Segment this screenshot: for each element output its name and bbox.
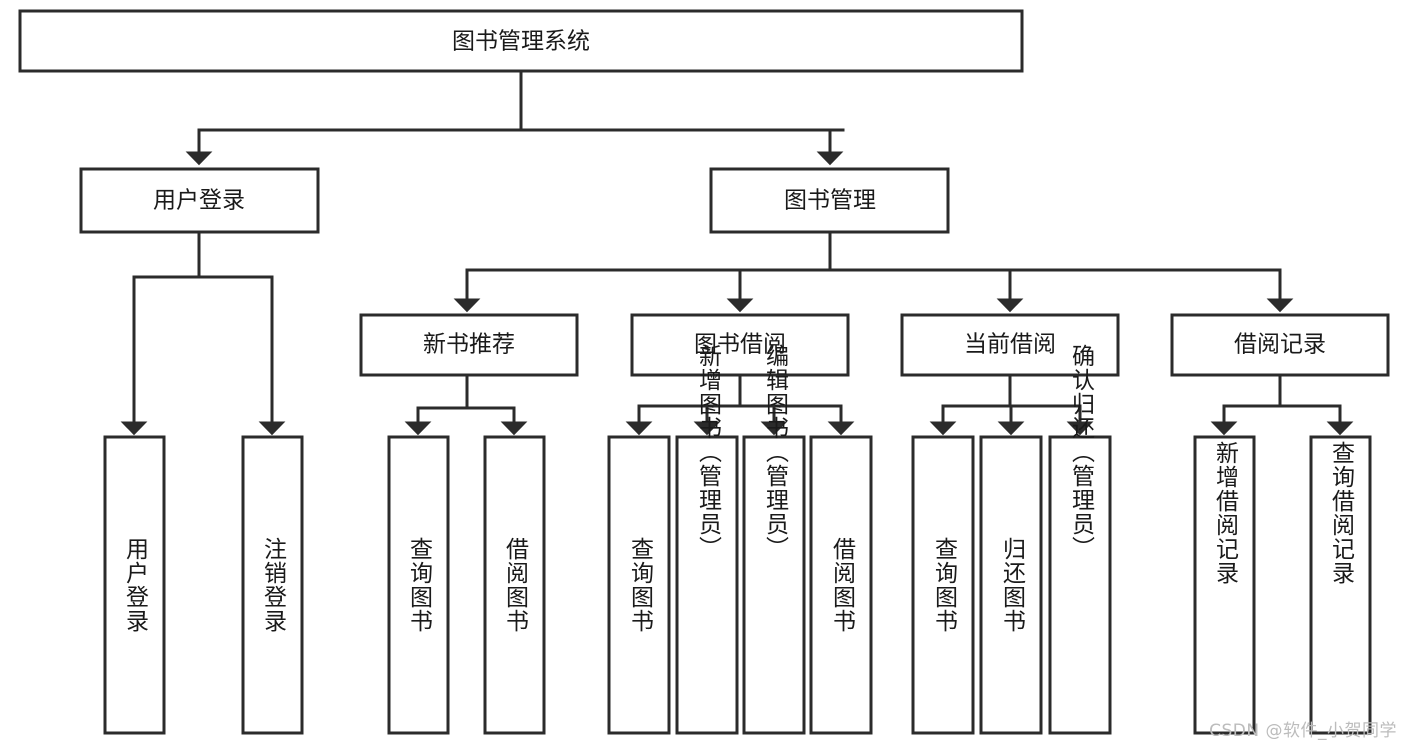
node-leaf-bw-query[interactable]: 查询图书 xyxy=(607,435,671,735)
node-current-label: 当前借阅 xyxy=(964,332,1056,358)
node-leaf-user-logout-label: 注销登录 xyxy=(260,537,288,633)
node-current[interactable]: 当前借阅 xyxy=(900,313,1120,377)
node-newbook[interactable]: 新书推荐 xyxy=(359,313,579,377)
node-borrow-label: 图书借阅 xyxy=(694,332,786,358)
node-leaf-user-login-label: 用户登录 xyxy=(122,537,150,633)
node-leaf-cur-return-box[interactable] xyxy=(979,435,1043,735)
node-leaf-nb-query[interactable]: 查询图书 xyxy=(387,435,450,735)
node-login-box[interactable] xyxy=(79,167,320,234)
node-newbook-box[interactable] xyxy=(359,313,579,377)
node-leaf-bw-borrow-box[interactable] xyxy=(809,435,873,735)
node-leaf-nb-borrow-label: 借阅图书 xyxy=(502,537,530,633)
node-leaf-bw-edit[interactable]: 编辑图书（管理员） xyxy=(742,344,806,735)
node-leaf-rec-query-label: 查询借阅记录 xyxy=(1328,441,1356,585)
node-records-box[interactable] xyxy=(1170,313,1390,377)
node-leaf-nb-query-label: 查询图书 xyxy=(406,537,434,633)
node-bookmgmt-label: 图书管理 xyxy=(784,188,876,214)
node-leaf-bw-edit-label: 编辑图书（管理员） xyxy=(762,344,790,560)
node-records-label: 借阅记录 xyxy=(1234,332,1326,358)
connector-group xyxy=(120,69,1354,436)
node-leaf-bw-query-box[interactable] xyxy=(607,435,671,735)
node-leaf-rec-add-box[interactable] xyxy=(1193,435,1256,735)
node-leaf-bw-edit-box[interactable] xyxy=(742,435,806,735)
node-borrow[interactable]: 图书借阅 xyxy=(630,313,850,377)
node-leaf-cur-return-label: 归还图书 xyxy=(999,537,1027,633)
node-leaf-cur-query-label: 查询图书 xyxy=(931,537,959,633)
node-leaf-user-logout[interactable]: 注销登录 xyxy=(241,435,304,735)
node-leaf-bw-query-label: 查询图书 xyxy=(627,537,655,633)
node-leaf-cur-return[interactable]: 归还图书 xyxy=(979,435,1043,735)
node-leaf-rec-add-label: 新增借阅记录 xyxy=(1212,441,1240,585)
node-borrow-box[interactable] xyxy=(630,313,850,377)
node-bookmgmt[interactable]: 图书管理 xyxy=(709,167,950,234)
node-root[interactable]: 图书管理系统 xyxy=(18,9,1024,73)
node-leaf-bw-borrow[interactable]: 借阅图书 xyxy=(809,435,873,735)
node-records[interactable]: 借阅记录 xyxy=(1170,313,1390,377)
node-leaf-rec-add[interactable]: 新增借阅记录 xyxy=(1193,435,1256,735)
node-leaf-bw-borrow-label: 借阅图书 xyxy=(829,537,857,633)
node-login[interactable]: 用户登录 xyxy=(79,167,320,234)
node-leaf-bw-add-label: 新增图书（管理员） xyxy=(695,344,723,560)
node-leaf-bw-add[interactable]: 新增图书（管理员） xyxy=(675,344,739,735)
node-leaf-cur-confirm[interactable]: 确认归还（管理员） xyxy=(1048,344,1112,735)
node-login-label: 用户登录 xyxy=(153,188,245,214)
node-leaf-cur-confirm-label: 确认归还（管理员） xyxy=(1068,344,1096,560)
node-leaf-rec-query[interactable]: 查询借阅记录 xyxy=(1309,435,1372,735)
node-root-label: 图书管理系统 xyxy=(452,29,590,55)
node-newbook-label: 新书推荐 xyxy=(423,332,515,358)
node-leaf-nb-query-box[interactable] xyxy=(387,435,450,735)
node-leaf-nb-borrow[interactable]: 借阅图书 xyxy=(483,435,546,735)
node-leaf-cur-query[interactable]: 查询图书 xyxy=(911,435,975,735)
node-leaf-user-login-box[interactable] xyxy=(103,435,166,735)
node-leaf-nb-borrow-box[interactable] xyxy=(483,435,546,735)
node-leaf-user-login[interactable]: 用户登录 xyxy=(103,435,166,735)
node-leaf-bw-add-box[interactable] xyxy=(675,435,739,735)
node-bookmgmt-box[interactable] xyxy=(709,167,950,234)
node-leaf-user-logout-box[interactable] xyxy=(241,435,304,735)
node-root-box[interactable] xyxy=(18,9,1024,73)
node-leaf-cur-confirm-box[interactable] xyxy=(1048,435,1112,735)
node-leaf-rec-query-box[interactable] xyxy=(1309,435,1372,735)
node-leaf-cur-query-box[interactable] xyxy=(911,435,975,735)
node-current-box[interactable] xyxy=(900,313,1120,377)
